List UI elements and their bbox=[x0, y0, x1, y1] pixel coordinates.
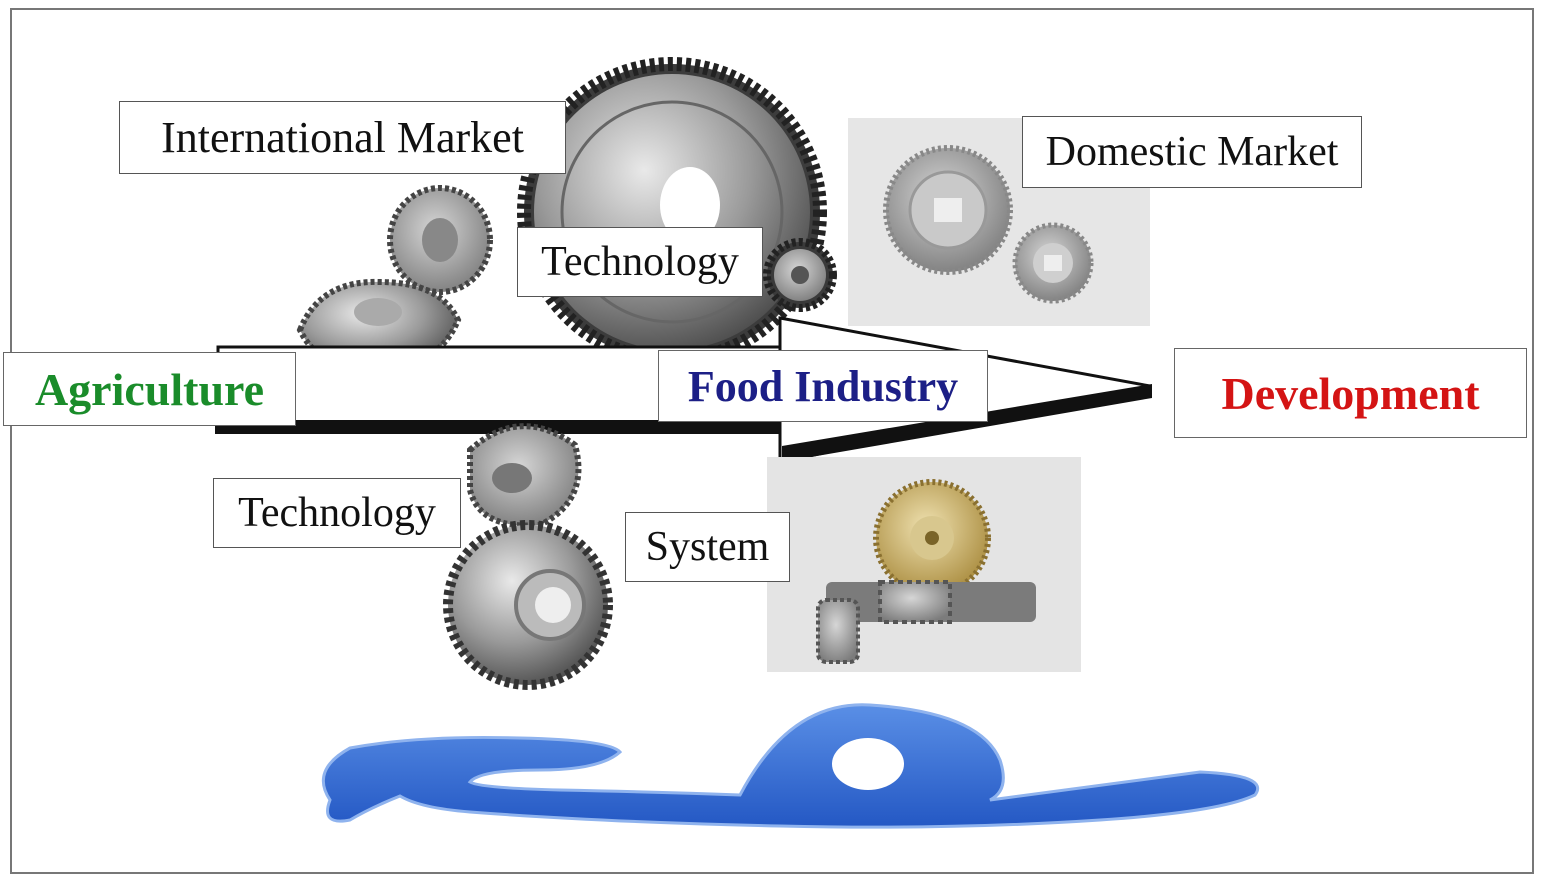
international-market-label: International Market bbox=[119, 101, 566, 174]
bevel-gear-pair-icon bbox=[296, 185, 493, 376]
domestic-gears-photo-icon bbox=[848, 118, 1150, 326]
system-label: System bbox=[625, 512, 790, 582]
agriculture-label: Agriculture bbox=[3, 352, 296, 426]
blue-logo-icon bbox=[321, 703, 1260, 829]
helical-gear-pair-icon bbox=[443, 423, 613, 690]
worm-gear-photo-icon bbox=[767, 457, 1081, 672]
technology-bottom-label: Technology bbox=[213, 478, 461, 548]
large-spur-gear-icon bbox=[517, 57, 827, 367]
food-industry-label: Food Industry bbox=[658, 350, 988, 422]
domestic-market-label: Domestic Market bbox=[1022, 116, 1362, 188]
development-label: Development bbox=[1174, 348, 1527, 438]
small-spur-gear-icon bbox=[763, 238, 837, 312]
technology-top-label: Technology bbox=[517, 227, 763, 297]
